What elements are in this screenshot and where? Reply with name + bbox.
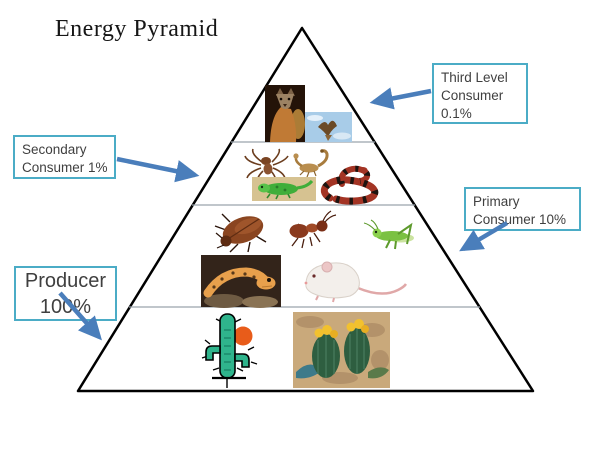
callout-producer: Producer 100% [14,266,117,321]
callout-text-line: 0.1% [441,105,472,121]
gecko-image [201,255,281,308]
lizard-image [252,177,316,201]
callout-text-line: Consumer 1% [22,159,108,175]
hawk-image [305,112,352,142]
snake-image [320,165,379,205]
barrel-cacti-image [293,312,390,388]
callout-text-line: Third Level [441,70,508,85]
mountain-lion-image [265,85,305,142]
ant-image [289,210,337,249]
callout-text-line: Primary [473,194,520,209]
scorpion-image [293,149,329,178]
callout-third-level-consumer: Third Level Consumer 0.1% [432,63,528,124]
callout-text-line: Consumer 10% [473,211,567,227]
beetle-image [214,213,267,253]
pyramid-outline [76,26,535,393]
callout-secondary-consumer: Secondary Consumer 1% [13,135,116,179]
callout-text-line: Consumer [441,87,504,103]
mouse-image [304,261,408,303]
callout-text-line: 100% [39,295,92,318]
callout-text-line: Secondary [22,142,87,157]
callout-text-line: Producer [24,269,107,292]
tarantula-image [244,148,289,183]
callout-primary-consumer: Primary Consumer 10% [464,187,581,231]
saguaro-cactus-image [201,313,258,388]
grasshopper-image [363,219,414,250]
slide-title: Energy Pyramid [55,16,219,42]
